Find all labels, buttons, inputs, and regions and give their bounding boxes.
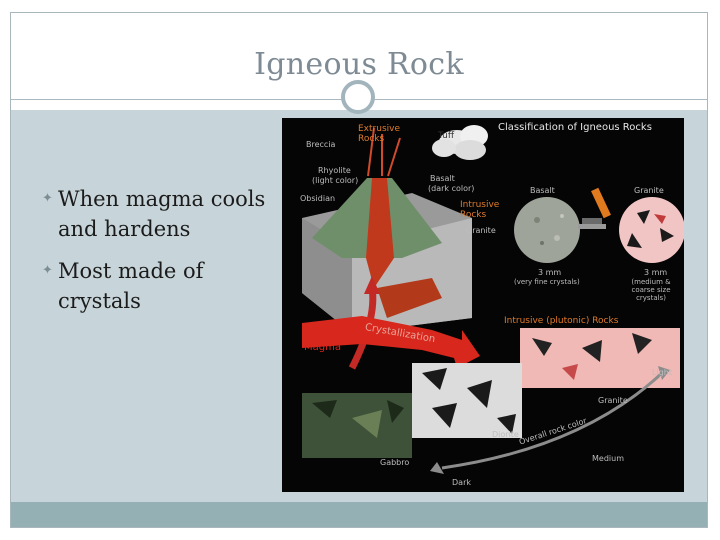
label-intrusive: Intrusive Rocks — [460, 200, 516, 220]
label-basalt-scale-note: (very fine crystals) — [514, 278, 580, 286]
label-basalt-scale: 3 mm — [538, 268, 561, 277]
granite-sample-icon — [619, 197, 684, 263]
label-rhyolite-note: (light color) — [312, 176, 358, 185]
label-granite-left: Granite — [466, 226, 496, 235]
label-breccia: Breccia — [306, 140, 335, 149]
bullet-list: ✦ When magma cools and hardens ✦ Most ma… — [42, 184, 282, 328]
basalt-sample-icon — [514, 197, 580, 263]
label-light: Light — [652, 368, 672, 377]
label-basalt-left: Basalt — [430, 174, 455, 183]
bullet-icon: ✦ — [42, 256, 53, 286]
bullet-icon: ✦ — [42, 184, 53, 214]
label-granite-scale: 3 mm — [644, 268, 667, 277]
label-granite-scale-note: (medium & coarse size crystals) — [620, 278, 682, 302]
label-medium: Medium — [592, 454, 624, 463]
footer-bar — [11, 502, 707, 527]
label-basalt-left-note: (dark color) — [428, 184, 474, 193]
title-ring-ornament — [341, 80, 375, 114]
bullet-text: Most made of crystals — [58, 259, 203, 313]
bullet-text: When magma cools and hardens — [58, 187, 265, 241]
label-tuff: Tuff — [438, 131, 454, 141]
label-gabbro: Gabbro — [380, 458, 409, 467]
label-diorite: Diorite — [492, 430, 519, 439]
label-granite-circle: Granite — [634, 186, 664, 195]
label-plutonic: Intrusive (plutonic) Rocks — [504, 316, 618, 326]
label-granite-sample: Granite — [598, 396, 628, 405]
label-obsidian: Obsidian — [300, 194, 335, 203]
igneous-rock-classification-figure: Classification of Igneous Rocks Extrusiv… — [282, 118, 684, 492]
label-extrusive: Extrusive Rocks — [358, 124, 418, 144]
bullet-item: ✦ Most made of crystals — [42, 256, 282, 316]
slide-title: Igneous Rock — [11, 47, 707, 82]
label-basalt-circle: Basalt — [530, 186, 555, 195]
label-magma: Magma — [304, 342, 341, 353]
figure-heading: Classification of Igneous Rocks — [498, 122, 652, 133]
bullet-item: ✦ When magma cools and hardens — [42, 184, 282, 244]
label-dark: Dark — [452, 478, 471, 487]
label-rhyolite: Rhyolite — [318, 166, 351, 175]
